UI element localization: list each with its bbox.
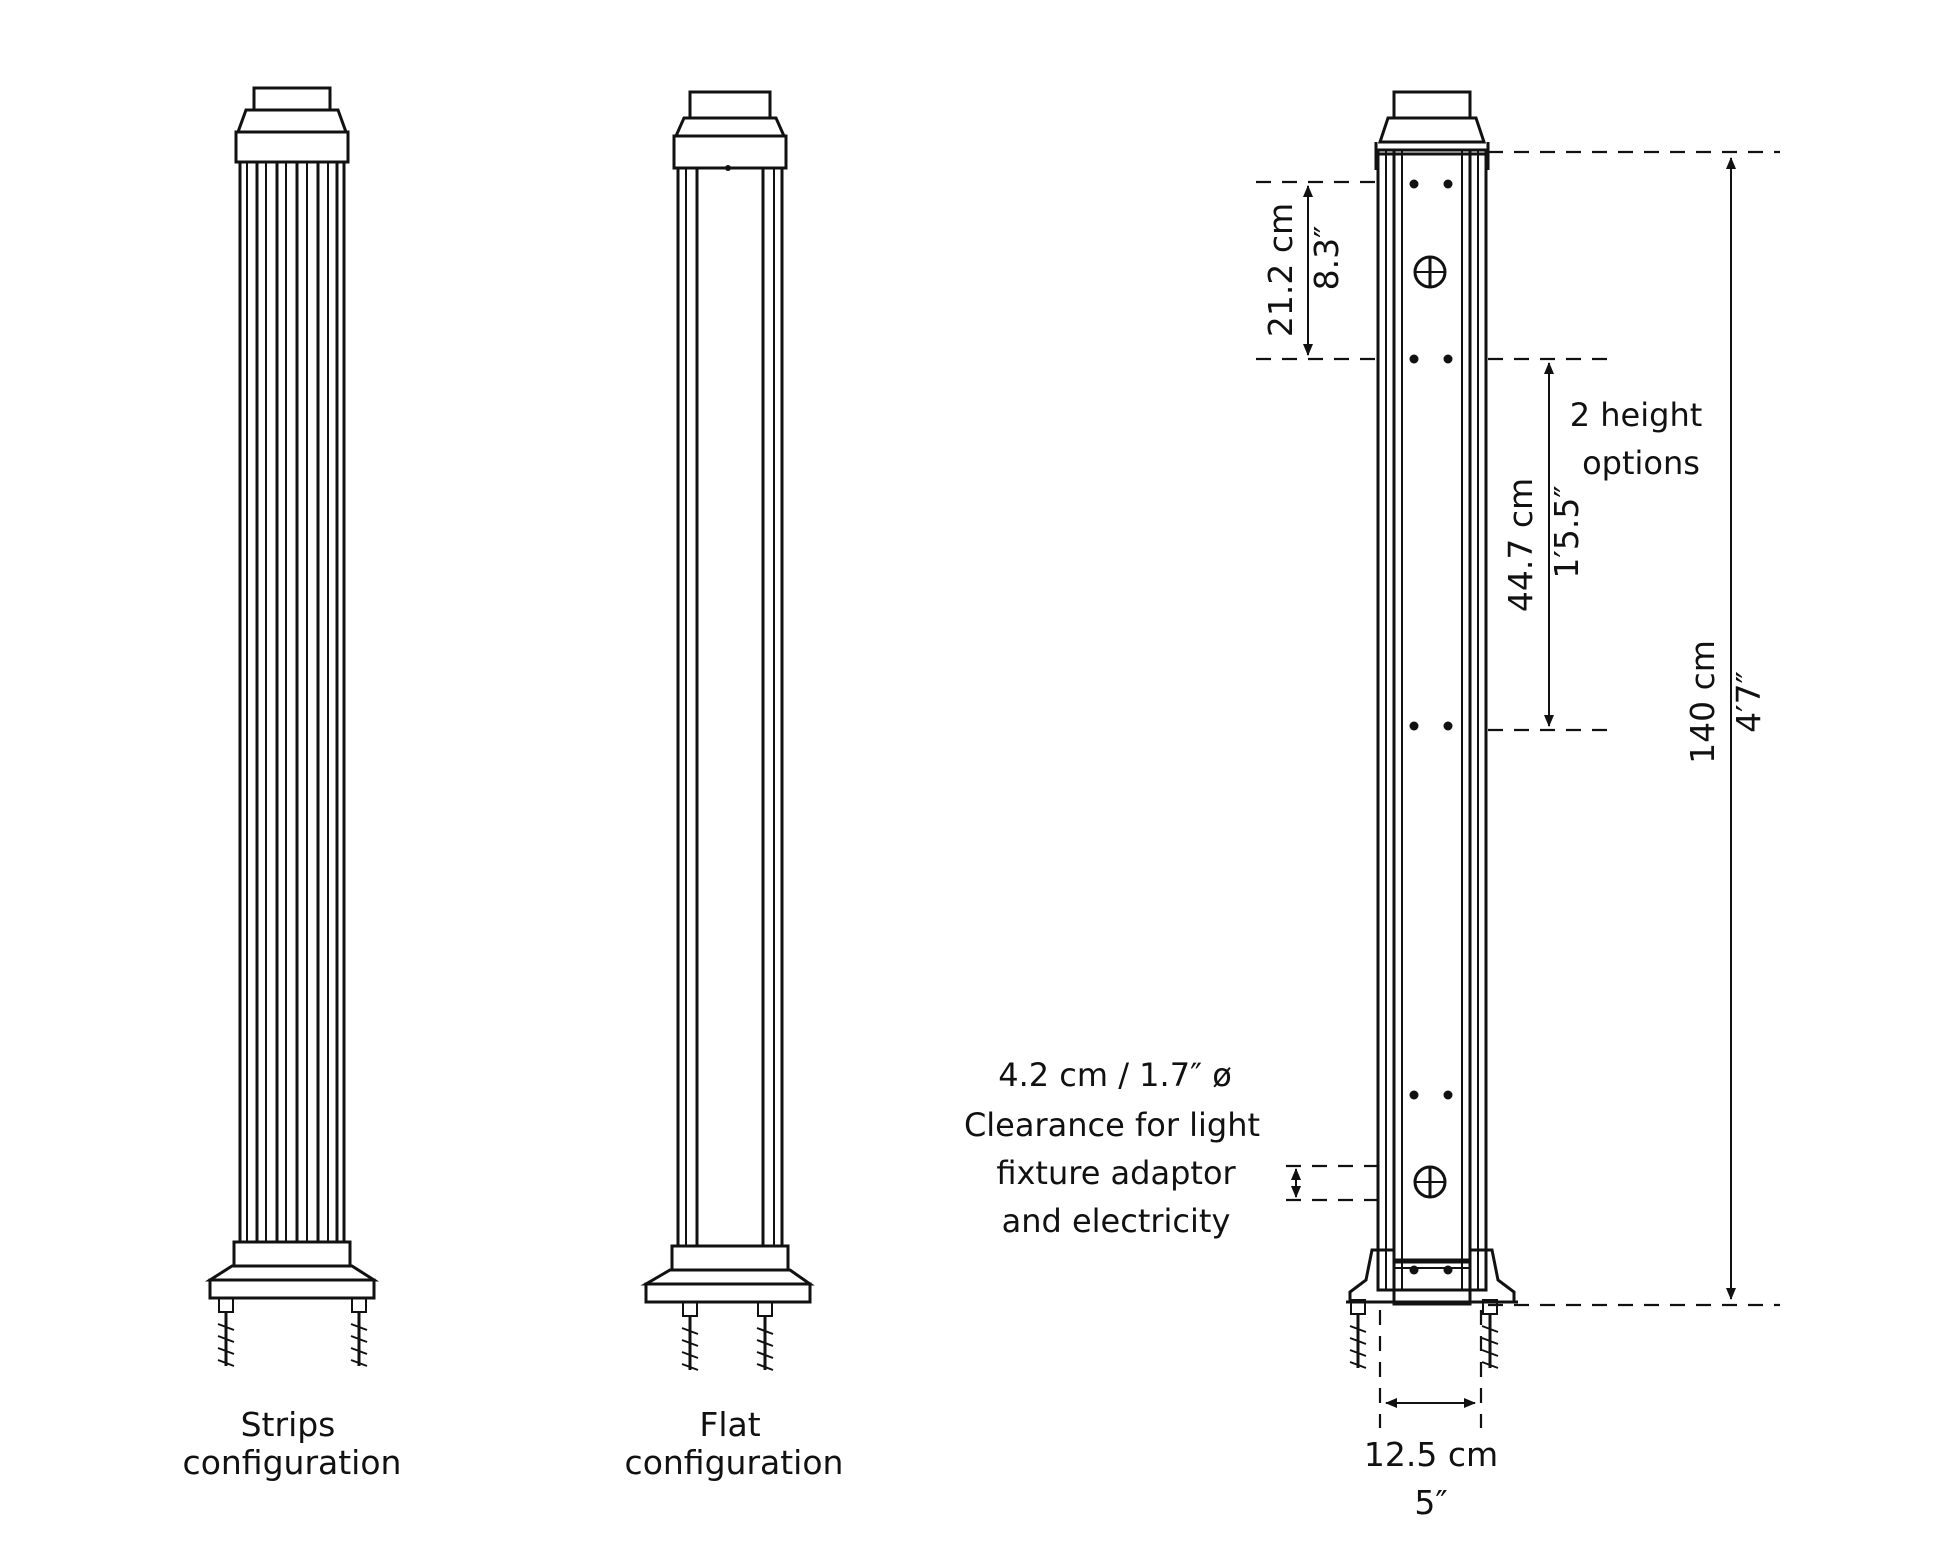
cable-hole-icon: [1413, 1165, 1447, 1199]
dimensioned-post: [1346, 90, 1518, 1369]
top-offset-in: 8.3″: [1307, 226, 1346, 291]
mounting-holes: [1409, 179, 1453, 1275]
hole-note-line-3: and electricity: [1002, 1202, 1231, 1240]
anchor-bolt-icon: [681, 1301, 699, 1371]
anchor-bolt-icon: [1349, 1299, 1367, 1369]
flat-caption: Flat configuration: [625, 1405, 844, 1482]
width-dimension-label: 12.5 cm 5″: [1364, 1435, 1498, 1522]
dimension-lines: [1256, 150, 1780, 1428]
flat-config-label: configuration: [625, 1443, 844, 1482]
anchor-bolt-icon: [756, 1301, 774, 1371]
height-option-in: 1′5.5″: [1547, 485, 1586, 578]
anchor-bolt-icon: [350, 1297, 368, 1367]
hole-note-line-2: fixture adaptor: [996, 1154, 1236, 1192]
flat-label: Flat: [699, 1405, 760, 1444]
height-options-note: 2 height options: [1570, 396, 1703, 482]
total-height-cm: 140 cm: [1683, 640, 1722, 764]
hole-diameter-label: 4.2 cm / 1.7″ ø: [998, 1056, 1232, 1094]
height-options-line-1: 2 height: [1570, 396, 1703, 434]
hole-note: 4.2 cm / 1.7″ ø Clearance for light fixt…: [964, 1056, 1260, 1240]
width-in: 5″: [1414, 1483, 1447, 1522]
cable-hole-icon: [1413, 255, 1447, 289]
strips-label: Strips: [241, 1405, 336, 1444]
top-offset-cm: 21.2 cm: [1261, 203, 1300, 337]
strips-configuration-post: [204, 86, 380, 1367]
height-option-dimension-label: 44.7 cm 1′5.5″: [1501, 478, 1586, 612]
height-option-cm: 44.7 cm: [1501, 478, 1540, 612]
hole-note-line-1: Clearance for light: [964, 1106, 1260, 1144]
strips-caption: Strips configuration: [183, 1405, 402, 1482]
flat-configuration-post: [640, 90, 815, 1371]
strips-config-label: configuration: [183, 1443, 402, 1482]
total-height-in: 4′7″: [1729, 671, 1768, 733]
anchor-bolt-icon: [217, 1297, 235, 1367]
anchor-bolt-icon: [1481, 1299, 1499, 1369]
top-offset-dimension-label: 21.2 cm 8.3″: [1261, 203, 1346, 337]
height-options-line-2: options: [1582, 444, 1700, 482]
width-cm: 12.5 cm: [1364, 1435, 1498, 1474]
total-height-dimension-label: 140 cm 4′7″: [1683, 640, 1768, 764]
